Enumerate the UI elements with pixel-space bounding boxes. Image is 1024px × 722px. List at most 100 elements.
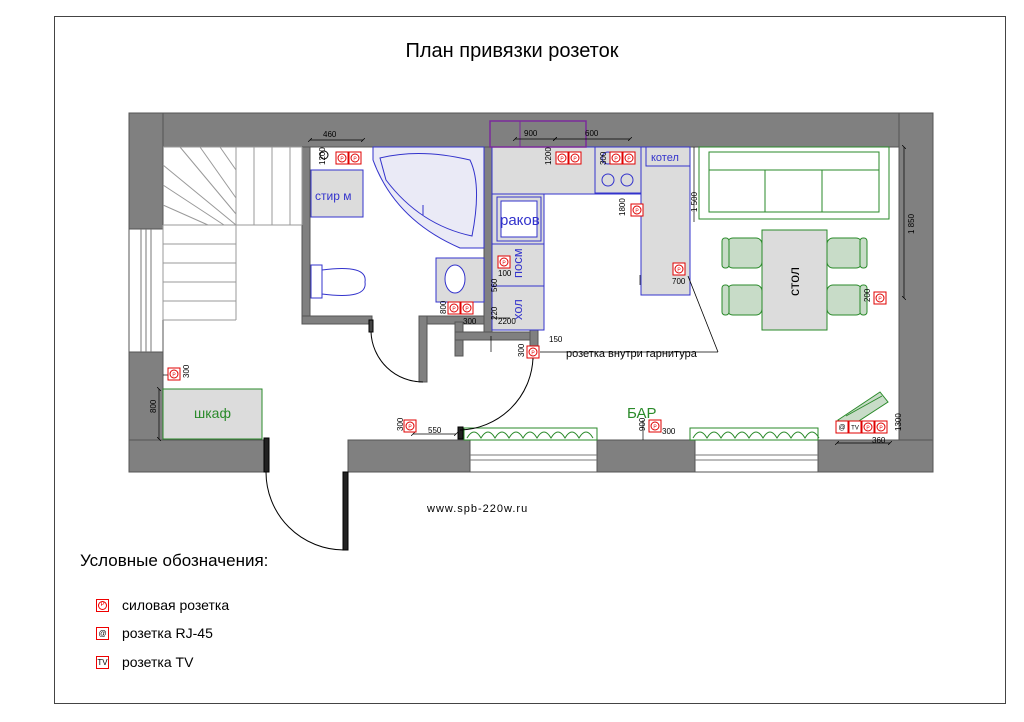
- svg-text:P: P: [465, 307, 469, 313]
- fridge: [491, 285, 545, 331]
- power-socket-icon: P: [96, 598, 109, 612]
- boiler: [645, 146, 691, 167]
- svg-text:@: @: [838, 425, 845, 432]
- dim-300b: 300: [463, 317, 477, 326]
- rj45-socket-icon: @: [835, 420, 849, 434]
- rj45-socket-icon: @: [96, 626, 109, 640]
- dimension-lines: [159, 139, 904, 443]
- power-socket-icon: P: [403, 419, 417, 433]
- power-socket-icon: P: [630, 203, 644, 217]
- power-socket-icon: P: [568, 151, 582, 165]
- bar-label: БАР: [627, 405, 657, 422]
- svg-text:P: P: [531, 351, 535, 357]
- tv-socket-icon: TV: [848, 420, 862, 434]
- dim-220: 220: [490, 306, 499, 320]
- dim-360: 360: [872, 436, 886, 445]
- dim-800wall: 800: [149, 399, 158, 413]
- dim-300bar: 300: [662, 427, 676, 436]
- legend-item-rj45: @ розетка RJ-45: [96, 625, 213, 641]
- dining-table: [761, 229, 828, 331]
- legend-title: Условные обозначения:: [80, 551, 269, 570]
- power-socket-icon: P: [873, 291, 887, 305]
- dim-560: 560: [490, 278, 499, 292]
- annotation-label: розетка внутри гарнитура: [566, 348, 698, 360]
- washer-drum-icon: [319, 150, 329, 160]
- wall-bottom-1: [128, 439, 267, 473]
- svg-text:P: P: [879, 426, 883, 432]
- website-url: www.spb-220w.ru: [427, 503, 529, 515]
- dim-300top: 300: [599, 151, 608, 165]
- staircase: [162, 146, 303, 321]
- power-socket-icon: P: [460, 301, 474, 315]
- dim-300d: 300: [182, 364, 191, 378]
- table-label: стол: [786, 267, 802, 296]
- dim-300e: 300: [396, 417, 405, 431]
- power-socket-icon: P: [672, 262, 686, 276]
- svg-text:P: P: [878, 297, 882, 303]
- svg-text:P: P: [502, 261, 506, 267]
- kitchen-counter-right: [640, 146, 691, 296]
- plan-title: План привязки розеток: [405, 40, 619, 62]
- dim-900bar: 900: [638, 417, 647, 431]
- power-socket-icon: P: [526, 345, 540, 359]
- dishwasher-label: посм: [510, 248, 525, 278]
- power-socket-icon: P: [497, 255, 511, 269]
- dim-1850: 1 850: [907, 213, 916, 234]
- dim-2200: 2200: [498, 317, 516, 326]
- svg-text:P: P: [172, 373, 176, 379]
- dim-300c: 300: [517, 343, 526, 357]
- living-furniture: [162, 146, 890, 440]
- wall-bottom-4: [817, 439, 934, 473]
- dim-900: 900: [524, 129, 538, 138]
- dim-550: 550: [428, 426, 442, 435]
- radiators: [463, 427, 820, 441]
- sink-label: раков: [500, 212, 540, 229]
- dim-1300: 1300: [894, 413, 903, 431]
- power-socket-icon: P: [335, 151, 349, 165]
- svg-text:P: P: [408, 425, 412, 431]
- svg-text:P: P: [560, 157, 564, 163]
- dim-1200b: 1200: [544, 147, 553, 165]
- boiler-label: котел: [651, 152, 679, 164]
- wall-bottom-3: [596, 439, 696, 473]
- legend-label-rj45: розетка RJ-45: [122, 625, 213, 641]
- wardrobe-label: шкаф: [194, 405, 231, 421]
- dim-100: 100: [498, 269, 512, 278]
- power-socket-icon: P: [861, 420, 875, 434]
- dim-700: 700: [672, 277, 686, 286]
- power-socket-icon: P: [874, 420, 888, 434]
- svg-text:P: P: [573, 157, 577, 163]
- power-socket-icon: P: [622, 151, 636, 165]
- bathroom-fixtures: [310, 146, 485, 303]
- room-labels: стир м раков посм хол котел стол шкаф БА…: [194, 152, 802, 422]
- power-socket-icon: P: [555, 151, 569, 165]
- hood: [489, 120, 587, 148]
- dim-460: 460: [323, 130, 337, 139]
- dim-1800: 1800: [618, 198, 627, 216]
- toilet: [310, 264, 366, 299]
- dimension-labels: 460 900 600 1200 1200 1800 1 500 1 850 1…: [149, 129, 916, 445]
- outer-walls: [128, 112, 934, 473]
- svg-text:P: P: [677, 268, 681, 274]
- bottom-windows: [469, 439, 819, 473]
- legend-label-tv: розетка TV: [122, 654, 194, 670]
- sofa: [698, 146, 890, 220]
- dim-200: 200: [863, 288, 872, 302]
- svg-text:TV: TV: [851, 426, 859, 432]
- svg-text:P: P: [653, 425, 657, 431]
- dim-1500: 1 500: [690, 191, 699, 212]
- power-socket-icon: P: [609, 151, 623, 165]
- tv-socket-icon: TV: [96, 655, 109, 669]
- power-socket-icon: P: [648, 419, 662, 433]
- bathtub: [372, 146, 485, 249]
- svg-text:P: P: [635, 209, 639, 215]
- legend-item-power: P силовая розетка: [96, 597, 229, 613]
- legend-item-tv: TV розетка TV: [96, 654, 193, 670]
- doors: [263, 319, 534, 551]
- fridge-label: хол: [510, 299, 525, 320]
- svg-text:P: P: [866, 426, 870, 432]
- dim-800a: 800: [439, 300, 448, 314]
- left-window: [128, 228, 164, 353]
